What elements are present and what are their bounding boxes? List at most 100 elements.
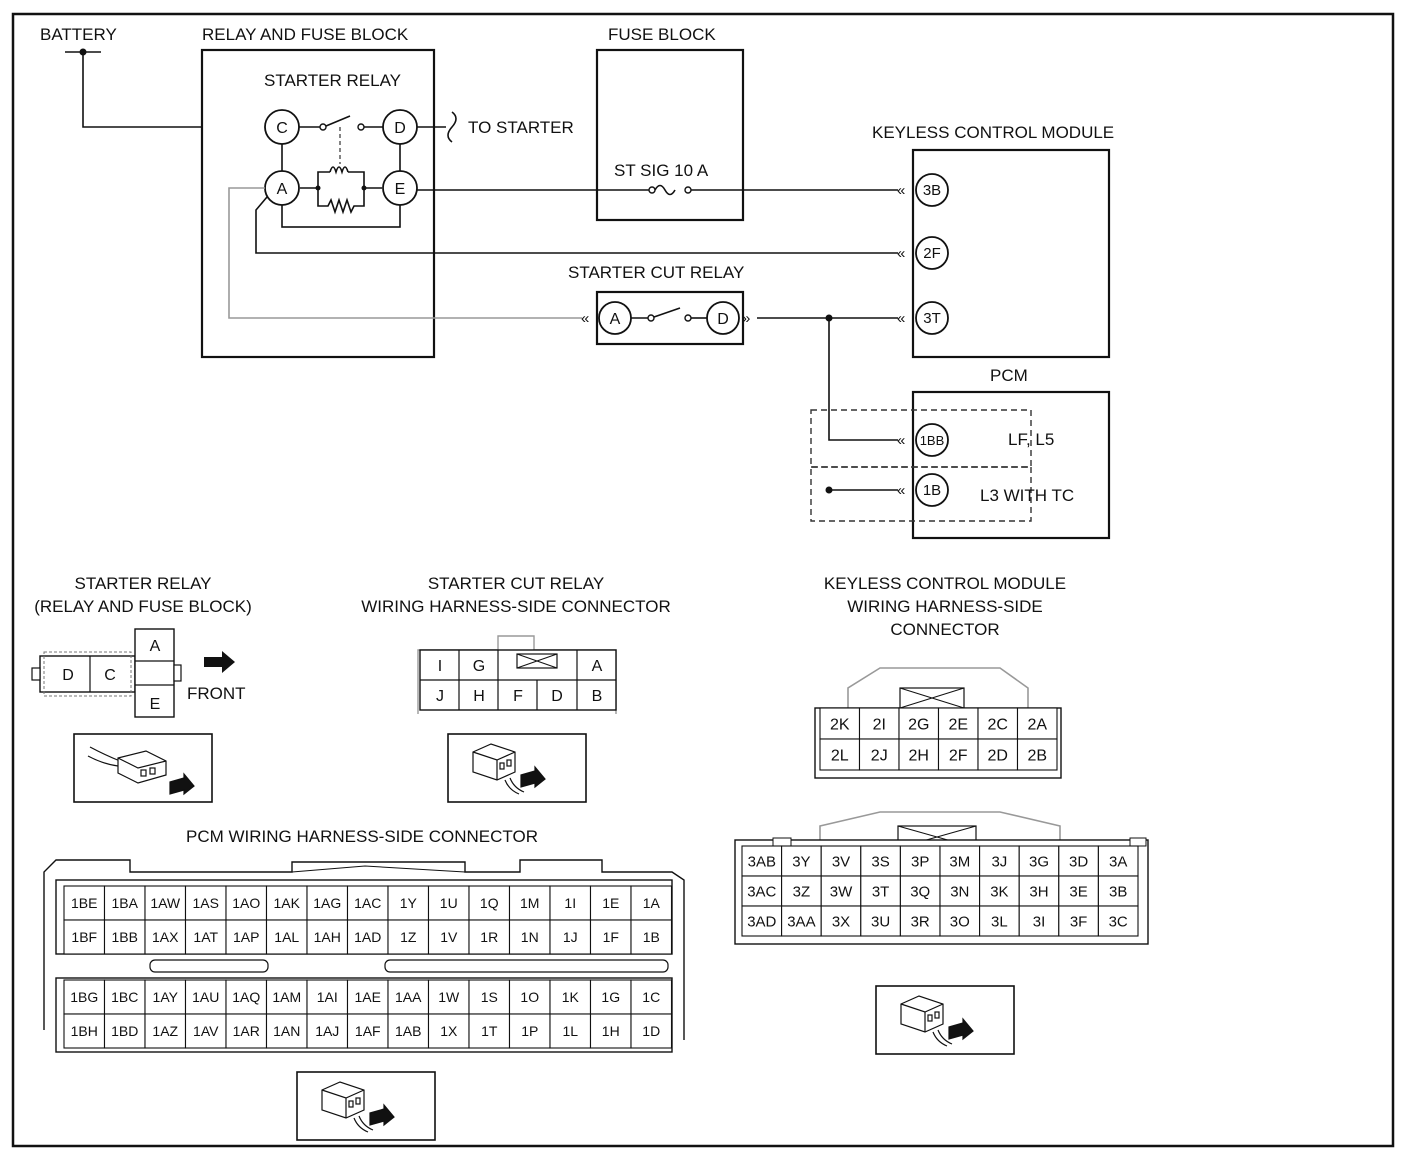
pcm-top-pin-label: 1A: [643, 895, 661, 911]
relay-pin-c: [264, 109, 300, 145]
pcm-bottom-cell: [346, 1013, 389, 1049]
to-starter-label: TO STARTER: [468, 118, 574, 137]
kcm-small-pin-label: 2L: [831, 747, 849, 764]
connector-plug-icon: [900, 995, 974, 1047]
pcm-bottom-cell: [589, 979, 632, 1015]
kcm-pin-3b-label: 3B: [923, 182, 941, 199]
kcm-small-pin-label: 2A: [1027, 716, 1047, 733]
pcm-top-pin-label: 1AK: [274, 895, 301, 911]
kcm-small-cell: [858, 707, 900, 740]
kcm-pin-3b: [915, 173, 949, 207]
starter-cut-relay-connector: I G A J H F D B: [417, 635, 617, 714]
kcm-small-pin-label: 2C: [988, 716, 1008, 733]
pcm-top-cell: [427, 919, 470, 955]
pcm-bottom-cell: [225, 1013, 268, 1049]
pcm-bottom-cell: [508, 1013, 551, 1049]
conn-mark: «: [897, 245, 905, 262]
pcm-box: [911, 390, 1111, 540]
pcm-top-pin-label: 1R: [480, 929, 498, 945]
kcm-large-cell: [820, 845, 862, 877]
pcm-top-pin-label: 1AP: [233, 929, 259, 945]
kcm-large-cell: [899, 905, 941, 937]
pcm-bottom-pin-label: 1AM: [272, 989, 301, 1005]
pcm-bottom-pin-label: 1BC: [111, 989, 138, 1005]
pcm-top-pin-label: 1AC: [354, 895, 381, 911]
kcm-large-cell: [939, 875, 981, 907]
kcm-large-pin-label: 3R: [911, 913, 930, 930]
kcm-connector-illustration: [875, 985, 1015, 1055]
sr-cell-a: A: [150, 638, 161, 655]
cut-cell-a: A: [592, 658, 603, 675]
pcm-bottom-pin-label: 1AA: [395, 989, 422, 1005]
cut-cell-b: B: [592, 688, 603, 705]
pcm-variant-1: LF, L5: [1008, 430, 1054, 449]
kcm-small-pin-label: 2J: [871, 747, 888, 764]
relay-pin-e: [382, 170, 418, 206]
pcm-bottom-pin-label: 1G: [601, 989, 620, 1005]
starter-cut-relay-label: STARTER CUT RELAY: [568, 263, 744, 282]
pcm-bottom-pin-label: 1K: [562, 989, 580, 1005]
pcm-top-cell: [387, 885, 430, 921]
pcm-top-pin-label: 1AG: [313, 895, 341, 911]
kcm-small-cell: [937, 738, 979, 771]
pcm-variant-2: L3 WITH TC: [980, 486, 1074, 505]
kcm-small-pin-label: 2G: [908, 716, 929, 733]
kcm-small-cell: [898, 738, 940, 771]
cut-pin-d-label: D: [717, 311, 729, 328]
kcm-large-pin-label: 3G: [1029, 853, 1049, 870]
pcm-top-cell: [468, 919, 511, 955]
pcm-conn-title: PCM WIRING HARNESS-SIDE CONNECTOR: [186, 827, 538, 846]
pcm-top-pin-label: 1BA: [112, 895, 139, 911]
pcm-bottom-cell: [306, 979, 349, 1015]
pcm-top-cell: [630, 919, 673, 955]
pcm-top-cell: [306, 919, 349, 955]
kcm-large-pin-label: 3P: [911, 853, 929, 870]
kcm-large-pin-label: 3Q: [910, 883, 930, 900]
pcm-top-pin-label: 1Y: [400, 895, 418, 911]
kcm-pin-2f: [915, 236, 949, 270]
cut-cell-i: I: [438, 658, 442, 675]
fuse-label: ST SIG 10 A: [614, 161, 709, 180]
pcm-bottom-cell: [468, 1013, 511, 1049]
pcm-top-pin-label: 1AL: [274, 929, 299, 945]
pcm-top-cell: [144, 885, 187, 921]
kcm-large-cell: [1018, 845, 1060, 877]
kcm-large-cell: [1058, 845, 1099, 877]
pcm-top-pin-label: 1AH: [314, 929, 341, 945]
pcm-label: PCM: [990, 366, 1028, 385]
pcm-bottom-pin-label: 1AQ: [232, 989, 260, 1005]
pcm-bottom-pin-label: 1H: [602, 1023, 620, 1039]
kcm-large-cell: [979, 875, 1020, 907]
kcm-large-cell: [979, 905, 1020, 937]
pcm-top-pin-label: 1N: [521, 929, 539, 945]
sr-conn-title-1: STARTER RELAY: [75, 574, 212, 593]
kcm-small-pin-label: 2D: [988, 747, 1008, 764]
kcm-large-pin-label: 3I: [1033, 913, 1046, 930]
pcm-bottom-pin-label: 1S: [481, 989, 498, 1005]
front-label: FRONT: [187, 684, 246, 703]
kcm-large-pin-label: 3Y: [792, 853, 810, 870]
kcm-large-cell: [820, 905, 862, 937]
conn-mark: »: [742, 310, 750, 327]
kcm-pin-3t: [915, 301, 949, 335]
relay-pin-d-label: D: [394, 120, 406, 137]
pcm-bottom-pin-label: 1AN: [273, 1023, 300, 1039]
kcm-large-pin-label: 3S: [871, 853, 889, 870]
pcm-top-pin-label: 1AX: [152, 929, 179, 945]
cut-cell-d: D: [551, 688, 563, 705]
kcm-large-pin-label: 3Z: [793, 883, 811, 900]
kcm-large-pin-label: 3C: [1109, 913, 1128, 930]
pcm-bottom-cell: [265, 979, 308, 1015]
variant-box-1: [810, 409, 1032, 468]
pcm-bottom-pin-label: 1W: [438, 989, 460, 1005]
conn-mark: «: [897, 310, 905, 327]
kcm-large-pin-label: 3AD: [747, 913, 776, 930]
pcm-bottom-pin-label: 1X: [440, 1023, 458, 1039]
kcm-large-cell: [1097, 905, 1139, 937]
pcm-bottom-pin-label: 1AY: [153, 989, 179, 1005]
pcm-bottom-pin-label: 1BD: [111, 1023, 138, 1039]
pcm-bottom-cell: [103, 1013, 146, 1049]
pcm-top-pin-label: 1I: [564, 895, 576, 911]
kcm-small-pin-label: 2B: [1027, 747, 1047, 764]
